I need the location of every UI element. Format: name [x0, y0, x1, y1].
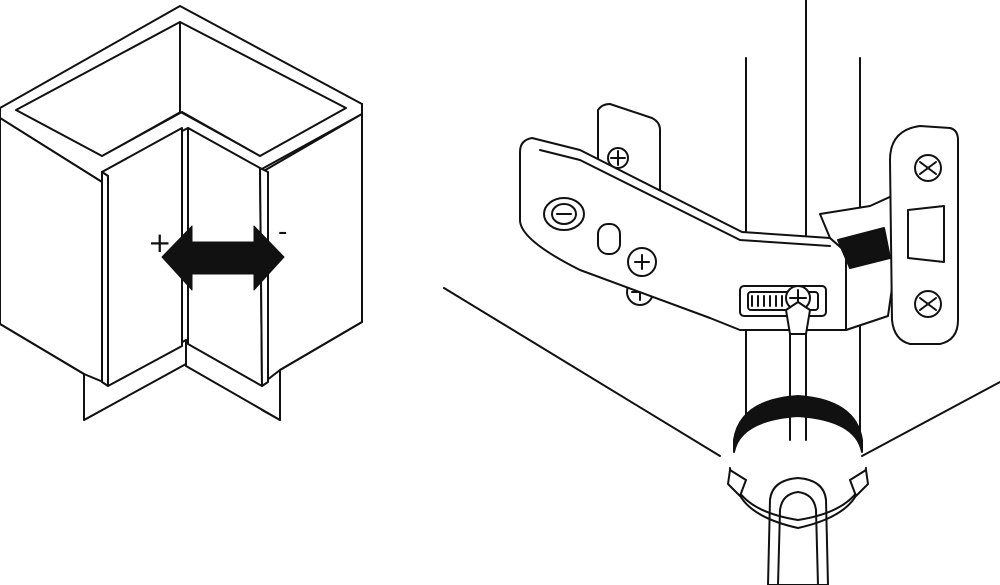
- corner-cabinet: [0, 5, 363, 421]
- rotation-arrow-icon: [727, 395, 869, 529]
- hinge-arm: [519, 137, 847, 331]
- minus-label: -: [278, 217, 287, 247]
- plus-label: +: [148, 226, 171, 259]
- adjustment-double-arrow-icon: [161, 225, 285, 291]
- screwdriver: [767, 301, 829, 585]
- hinge-scene: [443, 0, 1000, 585]
- hinge-cup: [819, 125, 959, 345]
